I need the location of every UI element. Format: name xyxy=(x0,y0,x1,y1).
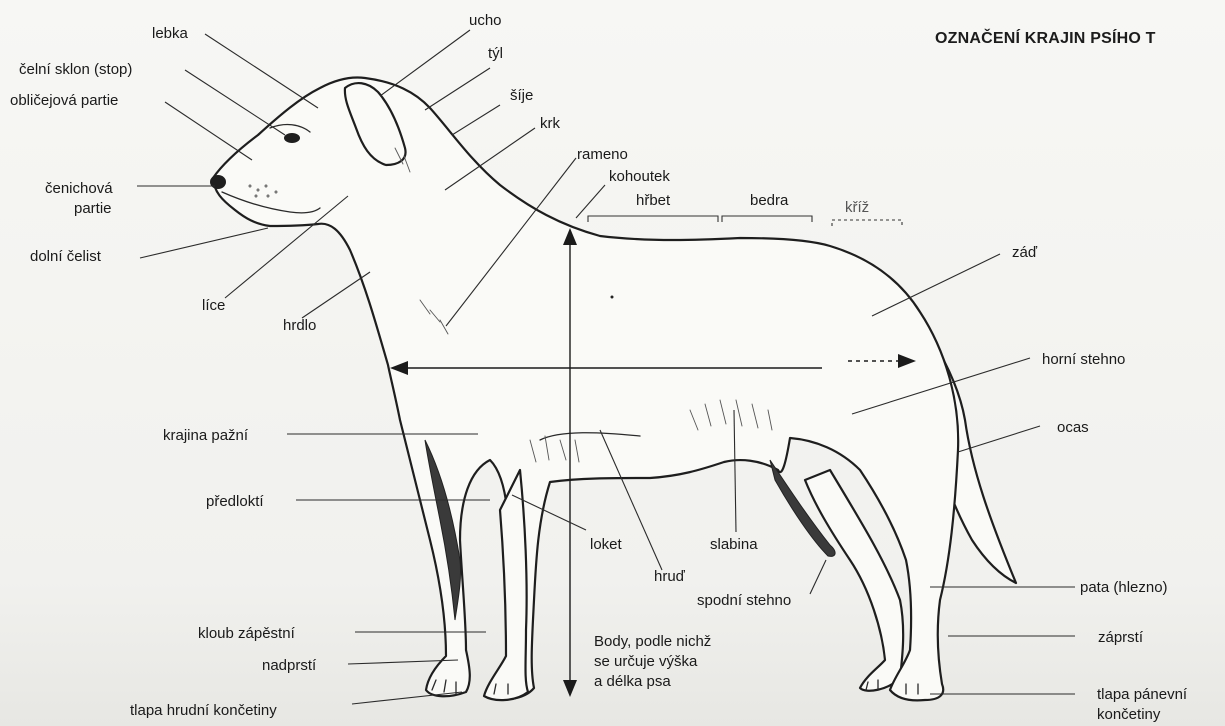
label-horni-stehno: horní stehno xyxy=(1042,351,1125,368)
label-slabina: slabina xyxy=(710,536,758,553)
kriz-brace xyxy=(832,220,902,228)
label-bedra: bedra xyxy=(750,192,788,209)
height-arrow-bottom xyxy=(563,680,577,697)
note-line-2: se určuje výška xyxy=(594,652,711,672)
dog-front-leg-near xyxy=(484,470,528,700)
label-rameno: rameno xyxy=(577,146,628,163)
label-tlapa-panevni: tlapa pánevní xyxy=(1097,686,1187,703)
dog-nose xyxy=(210,175,226,189)
label-lebka: lebka xyxy=(152,25,188,42)
bedra-brace xyxy=(722,216,812,222)
body-dot xyxy=(611,296,614,299)
label-loket: loket xyxy=(590,536,622,553)
label-hrdlo: hrdlo xyxy=(283,317,316,334)
label-tlapa-panevni-koncetiny: končetiny xyxy=(1097,706,1160,723)
dog-eye xyxy=(284,133,300,143)
label-cenichova-partie: partie xyxy=(74,200,112,217)
label-lice: líce xyxy=(202,297,225,314)
label-nadprsti: nadprstí xyxy=(262,657,316,674)
label-zad: záď xyxy=(1012,244,1037,261)
label-sije: šíje xyxy=(510,87,533,104)
label-dolni-celist: dolní čelist xyxy=(30,248,101,265)
label-celni-sklon: čelní sklon (stop) xyxy=(19,61,132,78)
note-line-1: Body, podle nichž xyxy=(594,632,711,652)
back-braces xyxy=(588,216,902,228)
dog-outline xyxy=(213,77,958,700)
label-ucho: ucho xyxy=(469,12,502,29)
note-line-3: a délka psa xyxy=(594,672,711,692)
label-spodni-stehno: spodní stehno xyxy=(697,592,791,609)
diagram-title: OZNAČENÍ KRAJIN PSÍHO T xyxy=(935,30,1156,48)
label-tlapa-hrudni: tlapa hrudní končetiny xyxy=(130,702,277,719)
label-hrbet: hřbet xyxy=(636,192,670,209)
label-predlokti: předloktí xyxy=(206,493,264,510)
label-kohoutek: kohoutek xyxy=(609,168,670,185)
label-tyl: týl xyxy=(488,45,503,62)
label-hrud: hruď xyxy=(654,568,685,585)
label-krk: krk xyxy=(540,115,560,132)
label-ocas: ocas xyxy=(1057,419,1089,436)
label-krajina-pazni: krajina pažní xyxy=(163,427,248,444)
hrbet-brace xyxy=(588,216,718,222)
label-cenichova: čenichová xyxy=(45,180,113,197)
label-kriz: kříž xyxy=(845,199,869,216)
label-oblicejova-partie: obličejová partie xyxy=(10,92,118,109)
label-zaprsti: záprstí xyxy=(1098,629,1143,646)
label-pata: pata (hlezno) xyxy=(1080,579,1168,596)
measurement-note: Body, podle nichž se určuje výška a délk… xyxy=(594,632,711,692)
label-kloub-zapestni: kloub zápěstní xyxy=(198,625,295,642)
